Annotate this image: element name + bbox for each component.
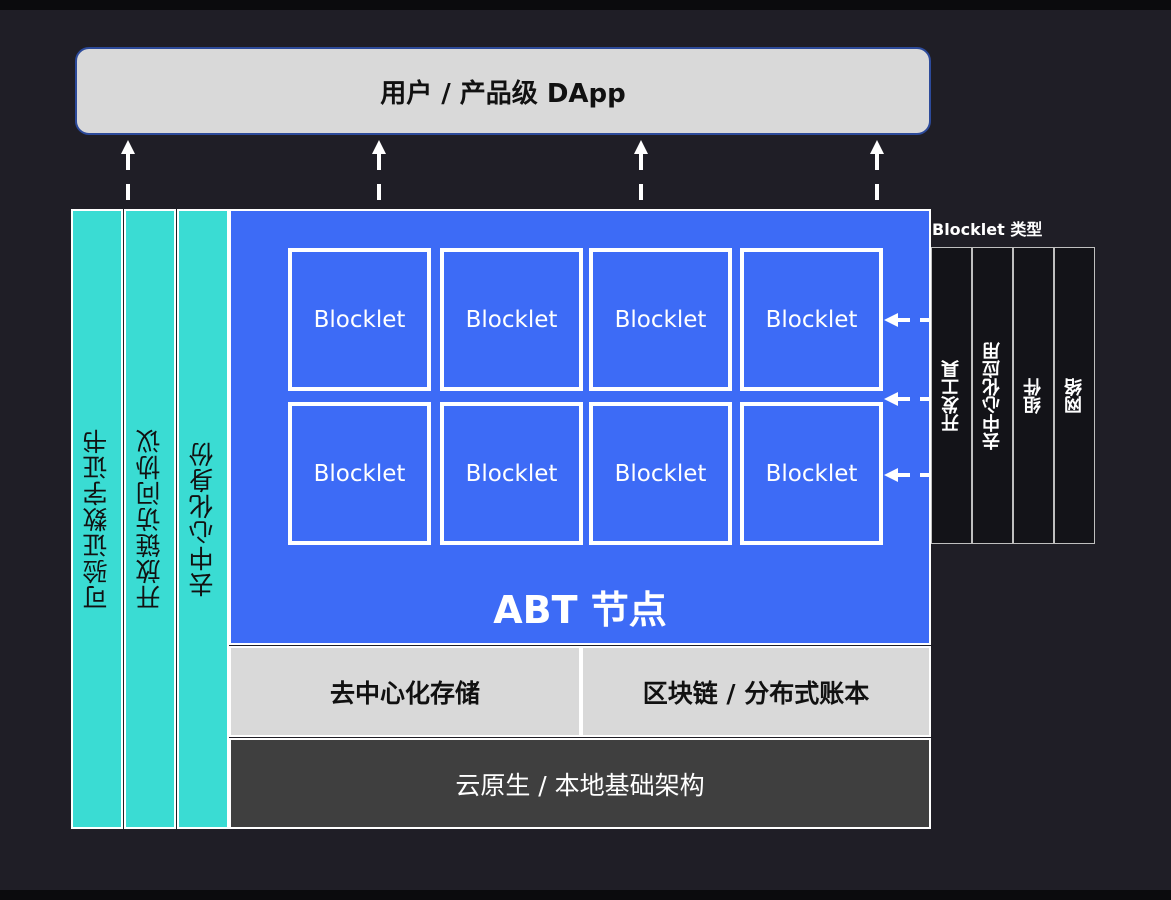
blocklet-type-label: 开发工具 xyxy=(940,359,962,432)
blocklet-label: Blocklet xyxy=(465,306,558,333)
dapp-layer: 用户 / 产品级 DApp xyxy=(75,47,931,135)
infrastructure-layer: 云原生 / 本地基础架构 xyxy=(229,738,931,829)
blocklet-box: Blocklet xyxy=(740,402,883,545)
blocklet-type-network: 网络 xyxy=(1054,247,1095,544)
decentralized-identity-column: 去中心化身份 xyxy=(177,209,229,829)
open-chain-access-column: 开放链访问协议 xyxy=(124,209,176,829)
abt-node-label: ABT 节点 xyxy=(493,588,667,632)
blocklet-label: Blocklet xyxy=(765,460,858,487)
verifiable-credentials-column: 可验证数字证书 xyxy=(71,209,123,829)
blocklet-types-title: Blocklet 类型 xyxy=(932,220,1043,239)
abt-node: Blocklet Blocklet Blocklet Blocklet Bloc… xyxy=(229,209,931,645)
blocklet-box: Blocklet xyxy=(288,248,431,391)
blocklet-label: Blocklet xyxy=(313,306,406,333)
decentralized-storage: 去中心化存储 xyxy=(229,646,581,737)
dapp-layer-label: 用户 / 产品级 DApp xyxy=(380,78,626,109)
blocklet-box: Blocklet xyxy=(589,402,732,545)
blocklet-type-components: 组件 xyxy=(1013,247,1054,544)
blocklet-type-dapps: 去中心化应用 xyxy=(972,247,1013,544)
up-arrow-icon xyxy=(372,140,386,210)
left-arrow-icon xyxy=(884,391,930,410)
blockchain-ledger: 区块链 / 分布式账本 xyxy=(581,646,931,737)
blocklet-box: Blocklet xyxy=(589,248,732,391)
blocklet-box: Blocklet xyxy=(288,402,431,545)
diagram-canvas: 用户 / 产品级 DApp 可验证数字证书 开放链访问协议 去中心化身份 Blo… xyxy=(0,10,1171,890)
blocklet-type-label: 去中心化应用 xyxy=(981,341,1003,450)
left-arrow-icon xyxy=(884,312,930,331)
blocklet-label: Blocklet xyxy=(465,460,558,487)
infrastructure-label: 云原生 / 本地基础架构 xyxy=(455,770,705,800)
up-arrow-icon xyxy=(634,140,648,210)
blocklet-box: Blocklet xyxy=(740,248,883,391)
blocklet-label: Blocklet xyxy=(614,460,707,487)
column-label: 去中心化身份 xyxy=(188,441,217,597)
column-label: 开放链访问协议 xyxy=(135,428,164,610)
blocklet-type-dev-tools: 开发工具 xyxy=(931,247,972,544)
left-arrow-icon xyxy=(884,467,930,486)
ledger-label: 区块链 / 分布式账本 xyxy=(642,678,870,708)
blocklet-type-label: 网络 xyxy=(1063,377,1085,414)
column-label: 可验证数字证书 xyxy=(82,428,111,610)
up-arrow-icon xyxy=(121,140,135,210)
blocklet-type-label: 组件 xyxy=(1022,377,1044,414)
blocklet-label: Blocklet xyxy=(313,460,406,487)
up-arrow-icon xyxy=(870,140,884,210)
blocklet-box: Blocklet xyxy=(440,248,583,391)
blocklet-box: Blocklet xyxy=(440,402,583,545)
blocklet-label: Blocklet xyxy=(614,306,707,333)
blocklet-label: Blocklet xyxy=(765,306,858,333)
storage-label: 去中心化存储 xyxy=(329,678,480,708)
